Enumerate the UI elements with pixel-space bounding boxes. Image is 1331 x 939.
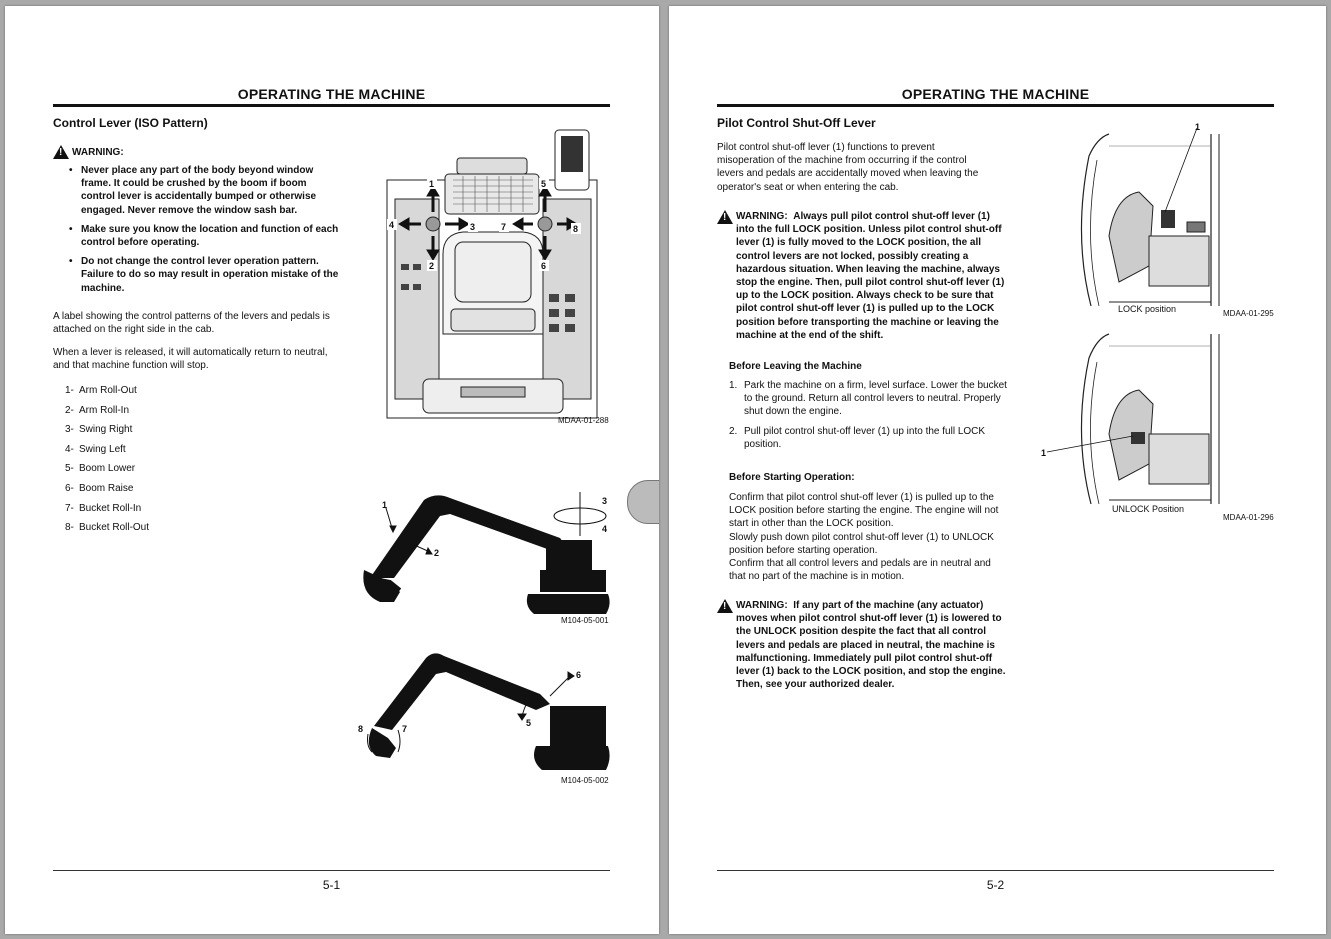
starting-title: Before Starting Operation: [729, 472, 855, 483]
leaving-steps: 1.Park the machine on a firm, level surf… [729, 379, 1009, 457]
header-rule [53, 104, 610, 107]
warning-block-2: WARNING: If any part of the machine (any… [717, 599, 1009, 691]
warning-icon [717, 210, 733, 224]
list-item: 5-Boom Lower [65, 463, 136, 475]
cab-controls-figure: 1 2 3 4 5 6 7 8 [386, 129, 598, 419]
list-item: 4-Swing Left [65, 443, 126, 455]
footer-rule [53, 870, 610, 871]
figure-caption: MDAA-01-288 [558, 416, 609, 425]
list-item: 2-Arm Roll-In [65, 404, 130, 416]
fig-label: 7 [501, 222, 506, 232]
fig-label: 2 [429, 261, 434, 271]
neutral-paragraph: When a lever is released, it will automa… [53, 347, 328, 372]
warning-item: Do not change the control lever operatio… [69, 255, 339, 295]
figure-caption: M104-05-002 [561, 776, 609, 785]
warning-text: WARNING: If any part of the machine (any… [736, 600, 1006, 691]
right-page: OPERATING THE MACHINE Pilot Control Shut… [669, 6, 1326, 934]
list-item: 3-Swing Right [65, 424, 133, 436]
warning-item: Make sure you know the location and func… [69, 223, 339, 249]
page-header: OPERATING THE MACHINE [901, 86, 1090, 102]
list-item: 1.Park the machine on a firm, level surf… [729, 380, 1007, 418]
fig-label: 8 [573, 224, 578, 234]
page-number: 5-2 [986, 878, 1005, 892]
fig-label: 3 [470, 222, 475, 232]
footer-rule [717, 870, 1274, 871]
warning-label: WARNING: [72, 146, 124, 158]
warning-text: WARNING: Always pull pilot control shut-… [736, 211, 1005, 341]
section-title: Pilot Control Shut-Off Lever [717, 116, 876, 130]
label-paragraph: A label showing the control patterns of … [53, 311, 330, 336]
warning-list: Never place any part of the body beyond … [69, 164, 339, 301]
section-title: Control Lever (ISO Pattern) [53, 116, 208, 130]
fig-label: 4 [389, 220, 394, 230]
fig-label: 5 [526, 718, 531, 728]
list-item: 6-Boom Raise [65, 482, 134, 494]
figure-caption: MDAA-01-296 [1223, 513, 1274, 522]
excavator-arm-figure: 1 2 3 4 [363, 492, 610, 614]
callout-label: 1 [1195, 122, 1200, 132]
warning-icon [717, 599, 733, 613]
lock-label: LOCK position [1118, 304, 1177, 314]
starting-paragraph: Confirm that pilot control shut-off leve… [729, 492, 999, 583]
unlock-label: UNLOCK Position [1112, 504, 1185, 514]
warning-icon [53, 145, 69, 159]
page-number: 5-1 [322, 878, 341, 892]
function-list: 1-Arm Roll-Out 2-Arm Roll-In 3-Swing Rig… [65, 381, 149, 538]
warning-block-1: WARNING: Always pull pilot control shut-… [717, 210, 1009, 342]
list-item: 2.Pull pilot control shut-off lever (1) … [729, 425, 986, 450]
left-page: OPERATING THE MACHINE Control Lever (ISO… [5, 6, 659, 934]
leaving-title: Before Leaving the Machine [729, 361, 862, 372]
intro-paragraph: Pilot control shut-off lever (1) functio… [717, 142, 979, 193]
header-rule [717, 104, 1274, 107]
unlock-position-figure: 1 [1041, 333, 1220, 505]
fig-label: 1 [429, 179, 434, 189]
fig-label: 8 [358, 724, 363, 734]
warning-item: Never place any part of the body beyond … [69, 164, 339, 217]
list-item: 1-Arm Roll-Out [65, 385, 137, 396]
fig-label: 4 [602, 524, 607, 534]
fig-label: 2 [434, 548, 439, 558]
figure-caption: M104-05-001 [561, 616, 609, 625]
fig-label: 1 [382, 500, 387, 510]
section-tab [627, 480, 659, 524]
fig-label: 3 [602, 496, 607, 506]
list-item: 7-Bucket Roll-In [65, 502, 142, 514]
fig-label: 5 [541, 179, 546, 189]
page-header: OPERATING THE MACHINE [237, 86, 426, 102]
fig-label: 7 [402, 724, 407, 734]
fig-label: 6 [541, 261, 546, 271]
callout-label: 1 [1041, 448, 1046, 458]
lock-position-figure: 1 [1080, 122, 1220, 307]
warning-heading: WARNING: [53, 145, 124, 159]
fig-label: 6 [576, 670, 581, 680]
list-item: 8-Bucket Roll-Out [65, 522, 150, 534]
figure-caption: MDAA-01-295 [1223, 309, 1274, 318]
excavator-boom-figure: 5 6 7 8 [358, 653, 610, 770]
